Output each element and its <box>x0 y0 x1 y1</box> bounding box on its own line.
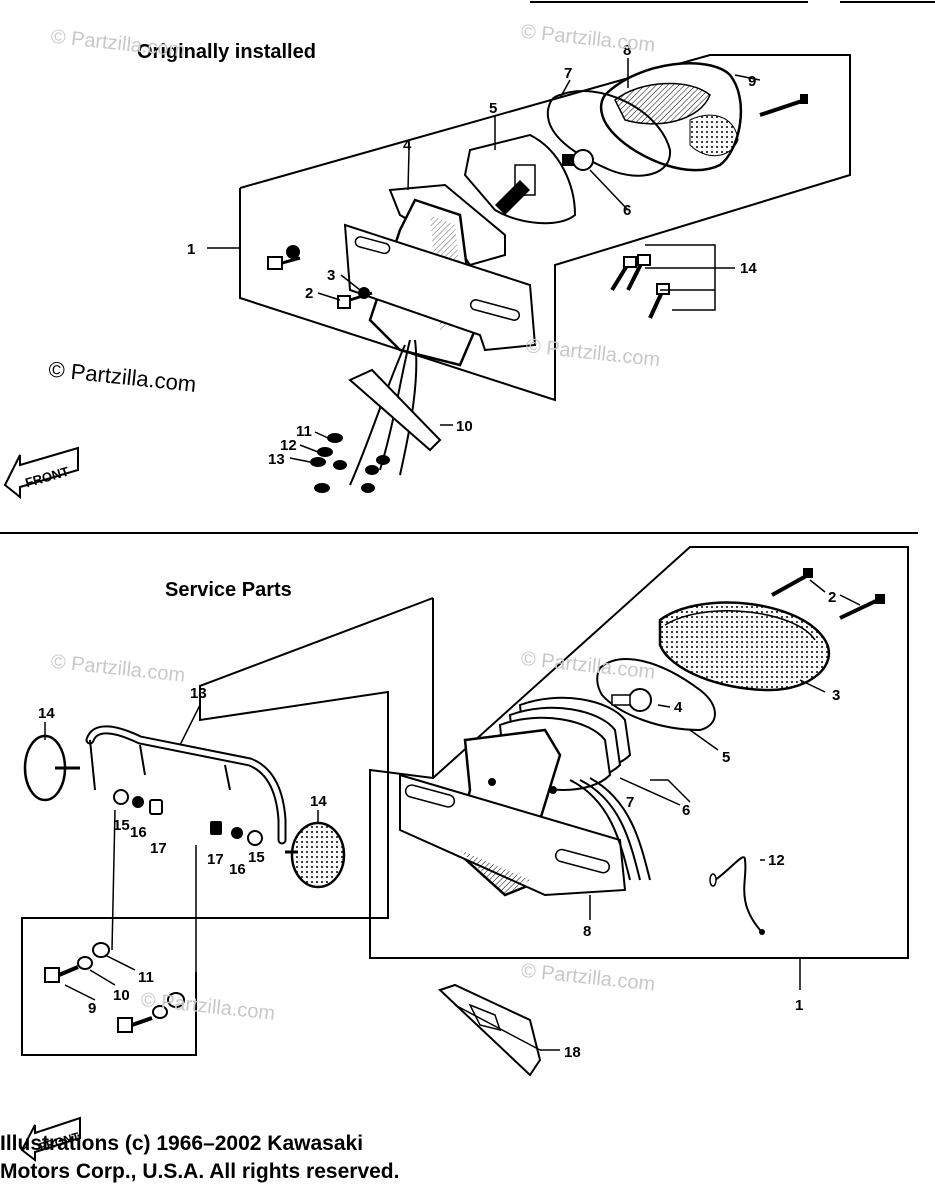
copyright-line-1: Illustrations (c) 1966–2002 Kawasaki <box>0 1132 364 1155</box>
callout-top-13: 13 <box>268 451 285 468</box>
plate-part-10 <box>348 368 442 452</box>
callout-bottom-17a: 17 <box>150 840 167 857</box>
callout-bottom-9: 9 <box>88 1000 96 1017</box>
wire-part-12 <box>714 856 761 931</box>
callout-bottom-3: 3 <box>832 687 840 704</box>
callout-bottom-13: 13 <box>190 685 207 702</box>
copyright-line-2: Motors Corp., U.S.A. All rights reserved… <box>0 1160 400 1183</box>
callout-bottom-14b: 14 <box>310 793 327 810</box>
bottom-frame <box>369 546 909 959</box>
watermark-main: © Partzilla.com <box>47 357 197 397</box>
watermark-faint-3: © Partzilla.com <box>525 335 661 371</box>
callout-top-7: 7 <box>564 65 572 82</box>
callout-bottom-16a: 16 <box>130 824 147 841</box>
hardware-part-9-11 <box>44 942 185 1033</box>
callout-top-5: 5 <box>489 100 497 117</box>
plate-part-18 <box>438 983 542 1077</box>
callout-top-8: 8 <box>623 42 631 59</box>
callout-bottom-14a: 14 <box>38 705 55 722</box>
reflector-right-part-14 <box>285 821 346 889</box>
callout-top-2: 2 <box>305 285 313 302</box>
callout-top-9: 9 <box>748 73 756 90</box>
front-arrow-top: FRONT <box>3 446 79 500</box>
callout-bottom-8: 8 <box>583 923 591 940</box>
callout-bottom-15a: 15 <box>113 817 130 834</box>
reflector-bracket-part-13 <box>85 725 287 845</box>
watermark-faint-7: © Partzilla.com <box>140 989 276 1025</box>
housing-part-8 <box>399 728 627 897</box>
callout-bottom-18: 18 <box>564 1044 581 1061</box>
bottom-left-frame <box>21 597 434 1056</box>
callout-bottom-17b: 17 <box>207 851 224 868</box>
callout-bottom-5: 5 <box>722 749 730 766</box>
reflector-left-part-14 <box>23 734 80 802</box>
callout-bottom-7: 7 <box>626 794 634 811</box>
callout-bottom-4: 4 <box>674 699 683 716</box>
watermark-faint-4: © Partzilla.com <box>50 651 186 687</box>
callout-top-11: 11 <box>296 423 312 440</box>
callout-bottom-1: 1 <box>795 997 803 1014</box>
callout-bottom-15b: 15 <box>248 849 265 866</box>
lens-part-3 <box>658 601 831 692</box>
bulb-part-4 <box>611 688 652 712</box>
callout-top-4: 4 <box>403 137 412 154</box>
watermark-faint-6: © Partzilla.com <box>520 960 656 996</box>
bottom-section: Service Parts <box>20 546 909 1163</box>
connectors-part-11-13 <box>310 433 390 493</box>
top-section: Originally installed <box>3 21 851 500</box>
callout-top-10: 10 <box>456 418 473 435</box>
callout-top-6: 6 <box>623 202 631 219</box>
callout-bottom-11: 11 <box>138 969 154 986</box>
tail-lens-part-8 <box>599 62 743 172</box>
callout-top-1: 1 <box>187 241 195 258</box>
hardware-part-15-17 <box>113 789 263 846</box>
gasket-part-7 <box>546 90 672 177</box>
callout-top-14: 14 <box>740 260 757 277</box>
section-title-original: Originally installed <box>137 41 316 63</box>
callout-bottom-2: 2 <box>828 589 836 606</box>
callout-bottom-6: 6 <box>682 802 690 819</box>
nut-part-3 <box>286 245 370 299</box>
gasket-part-5 <box>596 658 716 732</box>
copyright-notice: Illustrations (c) 1966–2002 Kawasaki Mot… <box>0 1130 399 1186</box>
bulb-part-6 <box>562 149 594 171</box>
callout-bottom-16b: 16 <box>229 861 246 878</box>
callout-bottom-12: 12 <box>768 852 785 869</box>
screw-part-9 <box>759 94 808 117</box>
section-title-service: Service Parts <box>165 579 292 601</box>
watermark-faint-2: © Partzilla.com <box>520 21 656 57</box>
license-bracket <box>343 223 537 352</box>
callout-top-12: 12 <box>280 437 297 454</box>
watermark-faint-5: © Partzilla.com <box>520 648 656 684</box>
callout-top-3: 3 <box>327 267 335 284</box>
bolts-part-14 <box>610 254 670 319</box>
watermark-faint-1: © Partzilla.com <box>50 26 186 62</box>
callout-bottom-10: 10 <box>113 987 130 1004</box>
top-frame <box>239 54 851 402</box>
screws-part-2 <box>771 568 885 620</box>
